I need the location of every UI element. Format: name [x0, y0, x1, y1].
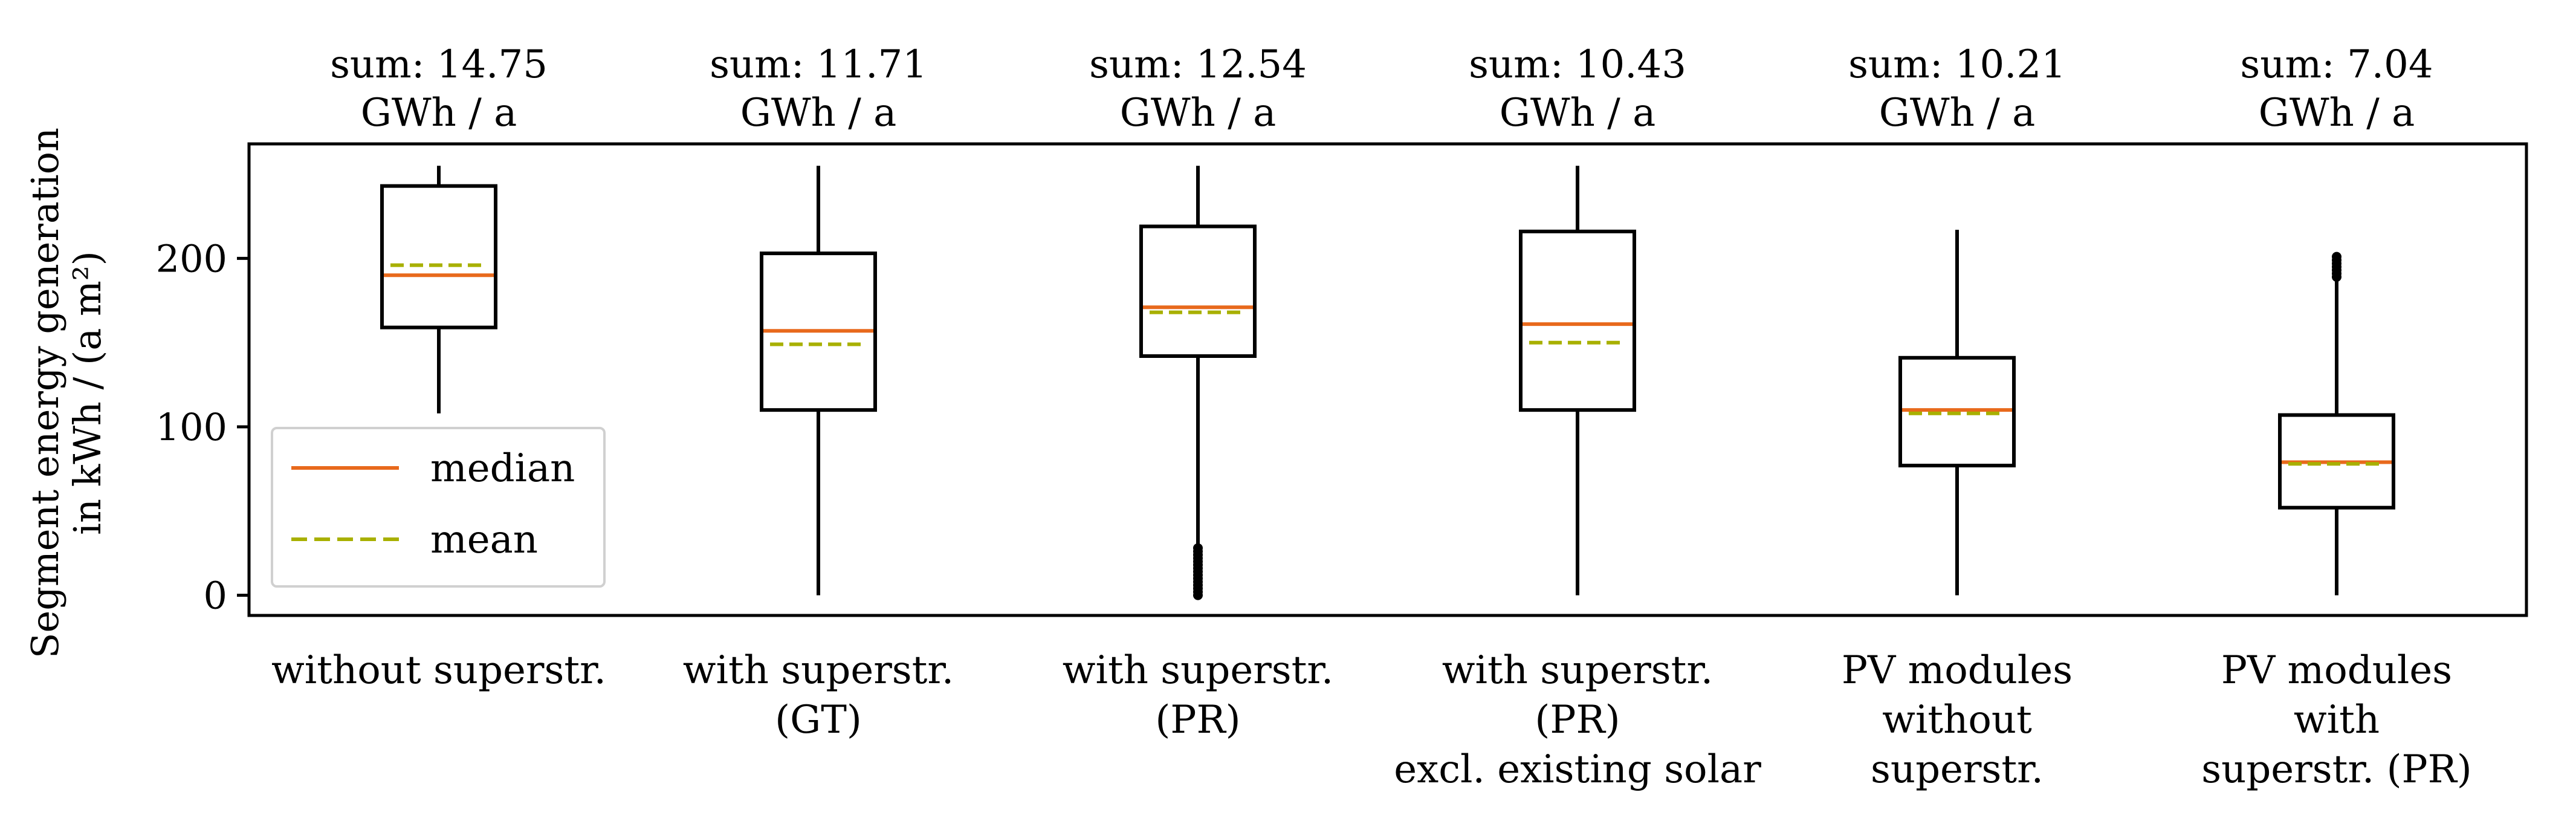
legend: median mean [271, 427, 606, 588]
category-label: with superstr. [683, 648, 954, 693]
iqr-box [1898, 355, 2016, 468]
sum-label: GWh / a [740, 91, 897, 135]
category-label: with [2294, 698, 2380, 742]
y-axis-label-line2: in kWh / (a m²) [65, 251, 109, 535]
outlier-point [1193, 543, 1203, 553]
category-label: (PR) [1535, 698, 1620, 742]
y-axis-label-line1: Segment energy generation [23, 128, 67, 658]
category-label: superstr. [1871, 747, 2044, 792]
box-group [2278, 251, 2395, 595]
category-label: with superstr. [1442, 648, 1714, 693]
sum-label: GWh / a [1500, 91, 1656, 135]
category-label: superstr. (PR) [2201, 747, 2472, 792]
box-group [760, 166, 877, 595]
category-label: without superstr. [271, 648, 606, 693]
sum-label: sum: 10.43 [1469, 42, 1686, 87]
y-tick-label: 200 [156, 236, 227, 281]
box-group [380, 166, 497, 414]
box-group [1139, 166, 1257, 600]
y-tick-label: 0 [204, 574, 227, 618]
category-label: excl. existing solar [1394, 747, 1761, 792]
iqr-box [760, 251, 877, 412]
sum-label: sum: 7.04 [2240, 42, 2433, 87]
iqr-box [1519, 229, 1636, 412]
category-label: without [1882, 698, 2032, 742]
sum-label: GWh / a [361, 91, 517, 135]
category-label: (GT) [775, 698, 862, 742]
boxes-layer [380, 166, 2395, 600]
sum-label: GWh / a [1120, 91, 1277, 135]
iqr-box [380, 184, 497, 329]
legend-median-label: median [430, 446, 575, 491]
sum-label: sum: 12.54 [1089, 42, 1307, 87]
iqr-box [1139, 224, 1257, 358]
legend-mean-label: mean [430, 518, 538, 562]
sum-label: sum: 14.75 [330, 42, 548, 87]
sum-label: GWh / a [2259, 91, 2415, 135]
plot-frame [247, 142, 2528, 617]
y-axis: 0 100 200 [156, 236, 249, 618]
category-label: PV modules [2221, 648, 2452, 693]
box-group [1519, 166, 1636, 595]
outlier-point [2332, 251, 2341, 262]
category-label: (PR) [1155, 698, 1240, 742]
category-label: with superstr. [1063, 648, 1334, 693]
sum-label: sum: 10.21 [1848, 42, 2066, 87]
sum-label: sum: 11.71 [710, 42, 927, 87]
category-label: PV modules [1842, 648, 2073, 693]
y-tick-label: 100 [156, 405, 227, 449]
sum-label: GWh / a [1879, 91, 2036, 135]
iqr-box [2278, 413, 2395, 510]
box-group [1898, 230, 2016, 595]
